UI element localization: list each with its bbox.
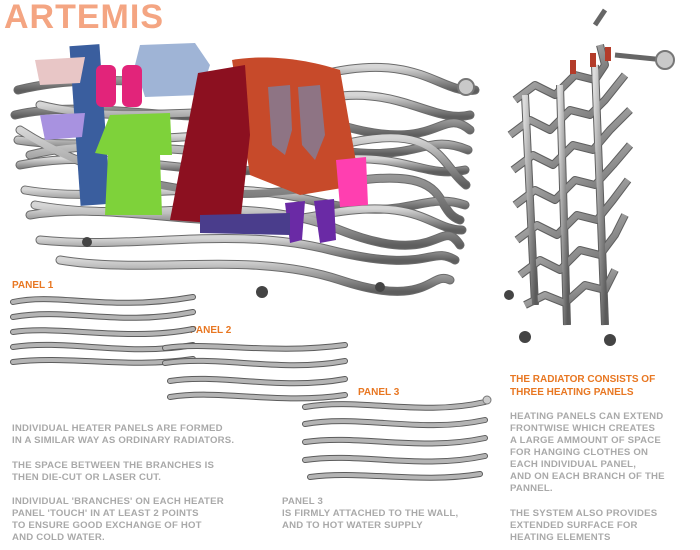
individual-panels-text: INDIVIDUAL HEATER PANELS ARE FORMED IN A… [12, 423, 235, 446]
radiator-with-clothes-illustration [10, 43, 480, 298]
space-branches-text: THE SPACE BETWEEN THE BRANCHES IS THEN D… [12, 460, 215, 483]
panel-2-illustration [162, 342, 348, 402]
panel-2-label: PANEL 2 [190, 325, 232, 336]
panel-1-label: PANEL 1 [12, 280, 54, 291]
page-title: ARTEMIS [4, 0, 164, 36]
panel-3-illustration [302, 395, 492, 481]
radiator-heading: THE RADIATOR CONSISTS OF THREE HEATING P… [510, 374, 656, 398]
extended-surface-text: THE SYSTEM ALSO PROVIDES EXTENDED SURFAC… [510, 508, 658, 543]
branches-touch-text: INDIVIDUAL 'BRANCHES' ON EACH HEATER PAN… [12, 496, 224, 543]
radiator-side-view [504, 8, 675, 346]
panel-3-label: PANEL 3 [358, 387, 400, 398]
panel-3-note-text: PANEL 3 IS FIRMLY ATTACHED TO THE WALL, … [282, 496, 459, 531]
extend-frontwise-text: HEATING PANELS CAN EXTEND FRONTWISE WHIC… [510, 411, 665, 494]
